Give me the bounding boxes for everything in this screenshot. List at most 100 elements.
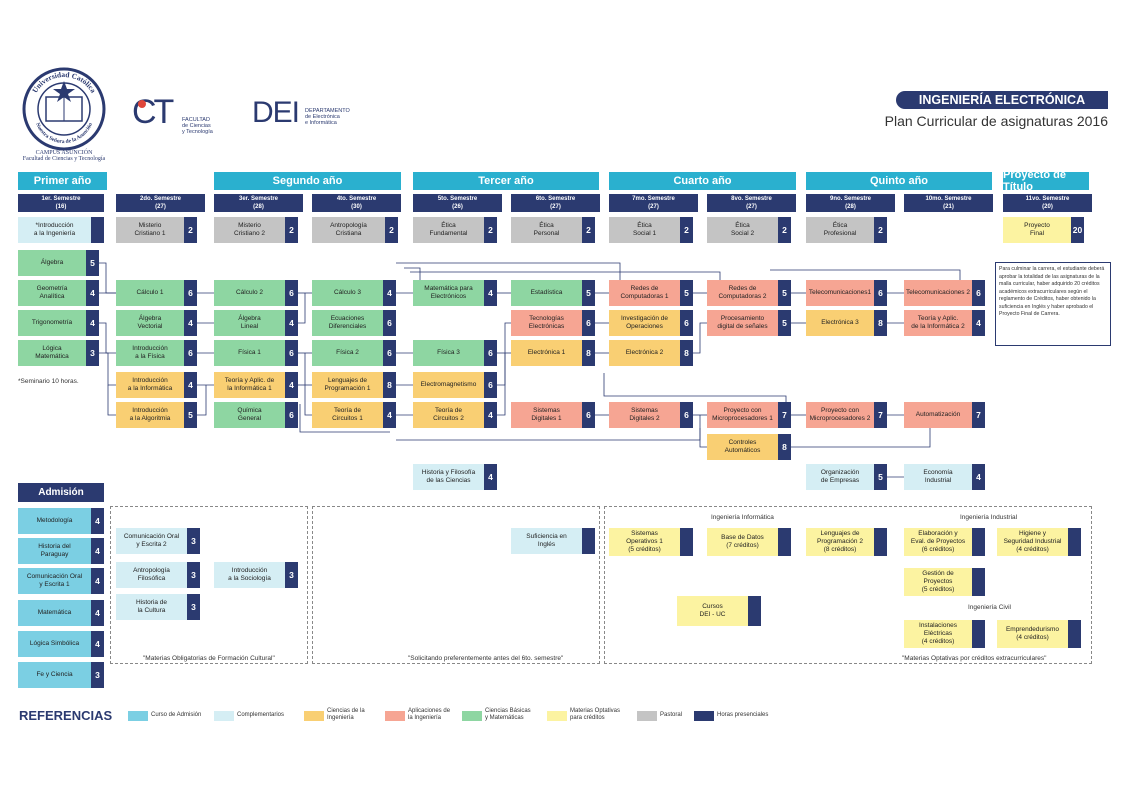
legend-label: Curso de Admisión bbox=[151, 712, 202, 718]
course-name: Física 1 bbox=[238, 349, 261, 356]
semester-hours: (20) bbox=[1042, 204, 1053, 210]
course-name: Álgebra bbox=[40, 259, 64, 266]
course-name: Misterio Cristiano 2 bbox=[233, 222, 266, 237]
course-hours: 2 bbox=[582, 217, 595, 243]
course-name: Lógica Simbólica bbox=[29, 640, 80, 647]
course-hours: 20 bbox=[1071, 217, 1084, 243]
dei-logo: DEI DEPARTAMENTO de Electrónica e Inform… bbox=[252, 98, 350, 128]
course-name: Proyecto con Microprocesadores 2 bbox=[809, 407, 871, 422]
course-name: Introducción a la Sociología bbox=[228, 567, 271, 582]
semester-name: 1er. Semestre bbox=[41, 196, 81, 202]
course-hours bbox=[748, 596, 761, 626]
course-name: Ética Fundamental bbox=[429, 222, 468, 237]
course-hours: 3 bbox=[187, 594, 200, 620]
prerequisite-line bbox=[497, 322, 511, 416]
course-hours: 6 bbox=[383, 310, 396, 336]
semester-header: 9no. Semestre(28) bbox=[806, 194, 895, 212]
course-name: Antropología Filosófica bbox=[133, 567, 170, 582]
semester-header: 1er. Semestre(16) bbox=[18, 194, 104, 212]
course-name: Emprendedurismo (4 créditos) bbox=[1005, 626, 1060, 641]
course-name: Suficiencia en Inglés bbox=[526, 533, 567, 548]
course-hours: 4 bbox=[285, 372, 298, 398]
course-name: Redes de Computadoras 2 bbox=[718, 285, 767, 300]
course-name: Historia y Filosofía de las Ciencias bbox=[421, 469, 476, 484]
course-name: Lenguajes de Programación 1 bbox=[324, 377, 371, 392]
course-hours: 4 bbox=[285, 310, 298, 336]
dei-logo-line2: de Electrónica bbox=[305, 114, 340, 120]
course-name: Misterio Cristiano 1 bbox=[134, 222, 166, 237]
seminar-note: *Seminario 10 horas. bbox=[18, 378, 79, 385]
prerequisite-line bbox=[99, 262, 116, 294]
course-hours: 2 bbox=[285, 217, 298, 243]
course-name: Estadística bbox=[530, 289, 563, 296]
course-hours: 6 bbox=[484, 372, 497, 398]
course-hours: 5 bbox=[184, 402, 197, 428]
prerequisite-line bbox=[99, 322, 116, 354]
course-name: Sistemas Digitales 2 bbox=[629, 407, 660, 422]
course-hours: 2 bbox=[184, 217, 197, 243]
course-box: Lenguajes de Programación 2 (8 créditos) bbox=[806, 528, 887, 556]
prerequisite-line bbox=[791, 428, 931, 448]
course-hours: 6 bbox=[972, 280, 985, 306]
course-hours: 6 bbox=[184, 340, 197, 366]
course-hours bbox=[91, 217, 104, 243]
legend-swatch bbox=[547, 711, 567, 721]
course-box: *Introducción a la Ingeniería bbox=[18, 217, 104, 243]
prerequisite-line bbox=[304, 353, 312, 416]
course-hours: 8 bbox=[778, 434, 791, 460]
industrial-label: Ingeniería Industrial bbox=[960, 514, 1018, 521]
course-name: Electrónica 2 bbox=[625, 349, 664, 356]
dei-logo-line1: DEPARTAMENTO bbox=[305, 108, 350, 114]
year-header: Segundo año bbox=[214, 172, 401, 190]
course-hours: 3 bbox=[187, 528, 200, 554]
legend-label: Pastoral bbox=[660, 712, 683, 718]
informatica-label: Ingeniería Informática bbox=[711, 514, 774, 521]
course-name: Automatización bbox=[915, 411, 961, 418]
prerequisite-line bbox=[299, 404, 390, 433]
course-hours: 4 bbox=[484, 280, 497, 306]
course-box: Antropología Filosófica 3 bbox=[116, 562, 200, 588]
course-name: Álgebra Lineal bbox=[238, 315, 261, 330]
admission-header: Admisión bbox=[18, 483, 104, 502]
course-hours: 3 bbox=[187, 562, 200, 588]
course-name: Trigonometría bbox=[31, 319, 73, 326]
course-hours: 4 bbox=[972, 310, 985, 336]
course-hours bbox=[582, 528, 595, 554]
legend-swatch bbox=[128, 711, 148, 721]
prerequisite-line bbox=[497, 353, 506, 386]
course-name: Lenguajes de Programación 2 (8 créditos) bbox=[817, 530, 863, 553]
course-hours: 6 bbox=[285, 340, 298, 366]
semester-name: 11vo. Semestre bbox=[1025, 196, 1070, 202]
course-hours: 6 bbox=[680, 310, 693, 336]
course-hours bbox=[778, 528, 791, 556]
course-name: Comunicación Oral y Escrita 1 bbox=[26, 573, 83, 588]
course-hours: 6 bbox=[582, 402, 595, 428]
course-hours: 4 bbox=[184, 372, 197, 398]
course-hours: 4 bbox=[91, 508, 104, 534]
legend-label: Aplicaciones de la Ingeniería bbox=[408, 708, 451, 721]
semester-name: 9no. Semestre bbox=[829, 196, 872, 202]
course-name: Historia de la Cultura bbox=[135, 599, 168, 614]
course-hours bbox=[972, 620, 985, 648]
course-name: Historia del Paraguay bbox=[38, 543, 71, 558]
course-box: Sistemas Operativos 1 (5 créditos) bbox=[609, 528, 693, 556]
